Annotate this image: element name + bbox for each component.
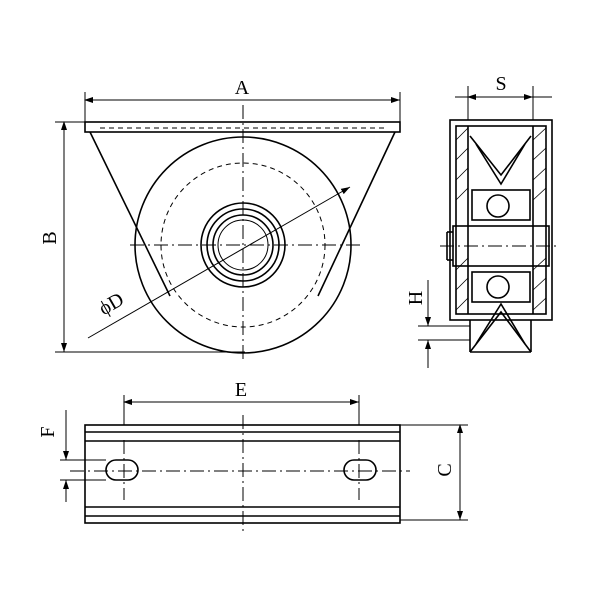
dim-c-label: C xyxy=(434,463,456,476)
dim-h-label: H xyxy=(405,291,427,305)
v-groove-top-inner xyxy=(475,143,526,186)
bracket-left-side xyxy=(89,131,171,297)
dim-d-label: ϕD xyxy=(95,288,128,320)
dim-f-label: F xyxy=(37,426,59,437)
mounting-slot-left xyxy=(105,459,139,481)
v-groove-bottom-inner xyxy=(475,302,526,345)
bearing-ball-upper xyxy=(486,194,510,218)
bearing-lower-housing xyxy=(471,271,531,303)
bracket-right-side xyxy=(317,131,396,297)
dim-s-label: S xyxy=(495,73,506,95)
side-view: S xyxy=(405,73,560,368)
v-groove-top xyxy=(469,135,532,177)
plate-hatching xyxy=(455,127,547,311)
dim-a-label: A xyxy=(235,77,250,99)
dim-b-label: B xyxy=(39,231,61,244)
front-view: A B ϕD xyxy=(39,77,401,360)
dim-e-label: E xyxy=(235,379,247,401)
mounting-slot-right xyxy=(343,459,377,481)
bearing-ball-lower xyxy=(486,275,510,299)
v-groove-bottom xyxy=(469,310,532,353)
dim-d-line xyxy=(87,186,351,339)
top-view: E F C xyxy=(37,379,468,532)
bearing-upper-housing xyxy=(471,189,531,221)
side-bracket-outline xyxy=(449,119,553,321)
side-bracket-inner xyxy=(455,125,547,315)
